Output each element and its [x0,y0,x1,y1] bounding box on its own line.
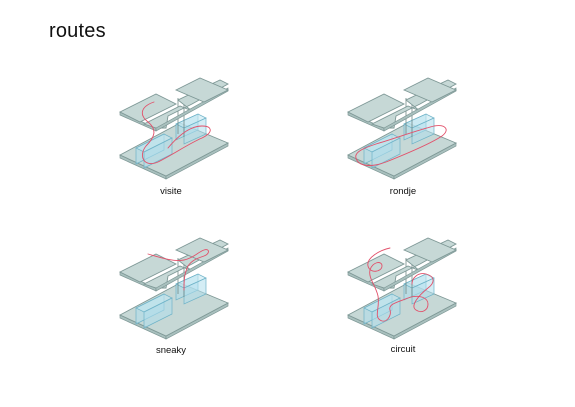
route-diagram-circuit [346,224,464,342]
route-diagram-rondje [346,64,464,182]
upper-floor-slabs [346,77,458,132]
isometric-building-diagram [346,77,458,180]
upper-floor-slabs [118,237,230,292]
page-title: routes [49,20,106,42]
isometric-building-diagram [346,237,458,340]
diagram-caption-circuit: circuit [390,344,416,355]
diagram-caption-sneaky: sneaky [155,345,187,356]
glass-volumes [135,113,207,169]
isometric-building-diagram [118,237,230,340]
route-diagram-sneaky [118,224,236,342]
route-path [141,101,211,164]
diagram-caption-rondje: rondje [389,186,417,197]
route-path [147,249,209,291]
upper-floor-slabs [118,77,230,132]
isometric-building-diagram [118,77,230,180]
route-path [355,125,447,166]
glass-volumes [135,273,207,329]
upper-floor-slabs [346,237,458,292]
route-diagram-visite [118,64,236,182]
route-path [367,247,434,322]
diagram-caption-visite: visite [160,186,182,197]
